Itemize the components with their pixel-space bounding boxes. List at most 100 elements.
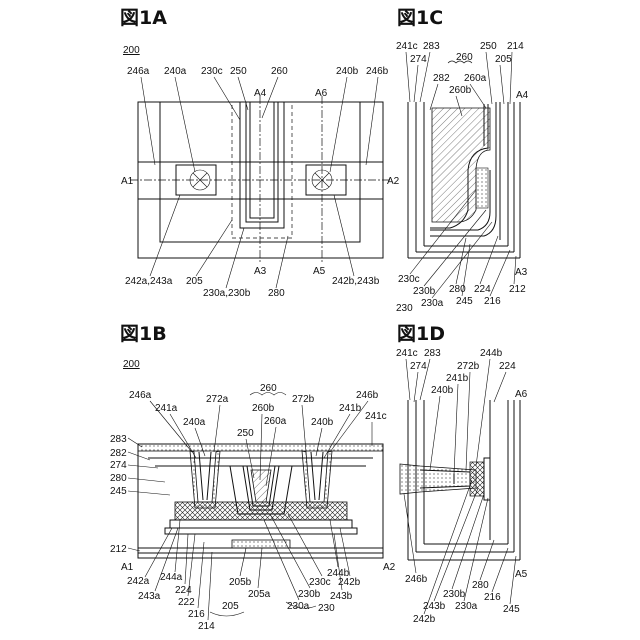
label-272a: 272a bbox=[206, 394, 229, 405]
label-243a: 243a bbox=[138, 591, 161, 602]
label-274: 274 bbox=[110, 460, 127, 471]
label-212: 212 bbox=[110, 544, 127, 555]
label-224: 224 bbox=[499, 361, 516, 372]
label-242b-243b: 242b,243b bbox=[332, 276, 380, 287]
label-230: 230 bbox=[318, 603, 335, 614]
label-244a: 244a bbox=[160, 572, 183, 583]
label-260b: 260b bbox=[252, 403, 275, 414]
label-224: 224 bbox=[175, 585, 192, 596]
label-250: 250 bbox=[230, 66, 247, 77]
label-A1: A1 bbox=[121, 562, 134, 573]
label-280: 280 bbox=[268, 288, 285, 299]
label-240b: 240b bbox=[311, 417, 334, 428]
label-230b: 230b bbox=[298, 589, 321, 600]
label-230c: 230c bbox=[201, 66, 223, 77]
label-242a-243a: 242a,243a bbox=[125, 276, 173, 287]
label-260b: 260b bbox=[449, 85, 472, 96]
label-224: 224 bbox=[474, 284, 491, 295]
fig-1d-body bbox=[400, 400, 520, 560]
label-A5: A5 bbox=[515, 569, 528, 580]
label-241b: 241b bbox=[339, 403, 362, 414]
label-250: 250 bbox=[237, 428, 254, 439]
label-246b: 246b bbox=[356, 390, 379, 401]
label-260a: 260a bbox=[464, 73, 487, 84]
label-A1: A1 bbox=[121, 176, 134, 187]
label-A5: A5 bbox=[313, 266, 326, 277]
figure-1d-title: 図1D bbox=[397, 323, 445, 345]
label-241b: 241b bbox=[446, 373, 469, 384]
label-216: 216 bbox=[188, 609, 205, 620]
label-205: 205 bbox=[495, 54, 512, 65]
label-216: 216 bbox=[484, 296, 501, 307]
label-244b: 244b bbox=[480, 348, 503, 359]
label-272b: 272b bbox=[457, 361, 480, 372]
label-280: 280 bbox=[110, 473, 127, 484]
label-246b: 246b bbox=[366, 66, 389, 77]
label-283: 283 bbox=[424, 348, 441, 359]
label-282: 282 bbox=[110, 448, 127, 459]
label-240a: 240a bbox=[164, 66, 187, 77]
figure-1a: 図1A 200 246a 24 bbox=[120, 7, 400, 299]
label-240a: 240a bbox=[183, 417, 206, 428]
label-205a: 205a bbox=[248, 589, 271, 600]
label-230c: 230c bbox=[398, 274, 420, 285]
label-A4: A4 bbox=[516, 90, 529, 101]
label-274: 274 bbox=[410, 54, 427, 65]
label-246a: 246a bbox=[127, 66, 150, 77]
label-222: 222 bbox=[178, 597, 195, 608]
label-230b: 230b bbox=[413, 286, 436, 297]
label-245: 245 bbox=[110, 486, 127, 497]
figure-1b: 図1B 200 bbox=[110, 323, 396, 632]
label-280: 280 bbox=[472, 580, 489, 591]
label-A2: A2 bbox=[387, 176, 400, 187]
label-245: 245 bbox=[456, 296, 473, 307]
figure-1d: 図1D 241c 283 274 272b 244b 241b 224 240b bbox=[396, 323, 528, 625]
label-205: 205 bbox=[186, 276, 203, 287]
label-243b: 243b bbox=[330, 591, 353, 602]
figure-1c-title: 図1C bbox=[397, 7, 443, 29]
label-241c: 241c bbox=[396, 348, 418, 359]
label-214: 214 bbox=[198, 621, 215, 632]
label-A4: A4 bbox=[254, 88, 267, 99]
figure-1c: 図1C 241c 283 260 250 214 274 282 260a 20 bbox=[396, 7, 529, 314]
label-246a: 246a bbox=[129, 390, 152, 401]
label-230a-230b: 230a,230b bbox=[203, 288, 251, 299]
figure-1b-title: 図1B bbox=[120, 323, 167, 345]
label-242a: 242a bbox=[127, 576, 150, 587]
label-205: 205 bbox=[222, 601, 239, 612]
label-205b: 205b bbox=[229, 577, 252, 588]
label-241c: 241c bbox=[365, 411, 387, 422]
label-214: 214 bbox=[507, 41, 524, 52]
label-240b: 240b bbox=[431, 385, 454, 396]
fig-1c-body bbox=[408, 102, 520, 258]
label-241c: 241c bbox=[396, 41, 418, 52]
fig-1a-body bbox=[130, 96, 390, 264]
label-260a: 260a bbox=[264, 416, 287, 427]
label-246b: 246b bbox=[405, 574, 428, 585]
label-282: 282 bbox=[433, 73, 450, 84]
figure-1b-ref: 200 bbox=[123, 359, 140, 370]
label-A6: A6 bbox=[515, 389, 528, 400]
label-274: 274 bbox=[410, 361, 427, 372]
label-A3: A3 bbox=[515, 267, 528, 278]
label-240b: 240b bbox=[336, 66, 359, 77]
label-230a: 230a bbox=[421, 298, 444, 309]
label-230: 230 bbox=[396, 303, 413, 314]
label-A6: A6 bbox=[315, 88, 328, 99]
figure-1a-ref: 200 bbox=[123, 45, 140, 56]
label-230a: 230a bbox=[455, 601, 478, 612]
label-245: 245 bbox=[503, 604, 520, 615]
label-272b: 272b bbox=[292, 394, 315, 405]
label-212: 212 bbox=[509, 284, 526, 295]
label-230b: 230b bbox=[443, 589, 466, 600]
label-250: 250 bbox=[480, 41, 497, 52]
label-A2: A2 bbox=[383, 562, 396, 573]
label-216: 216 bbox=[484, 592, 501, 603]
fig-1a-leaders bbox=[141, 77, 378, 288]
label-283: 283 bbox=[110, 434, 127, 445]
label-230a: 230a bbox=[287, 601, 310, 612]
figure-1a-title: 図1A bbox=[120, 7, 167, 29]
label-260: 260 bbox=[271, 66, 288, 77]
label-A3: A3 bbox=[254, 266, 267, 277]
